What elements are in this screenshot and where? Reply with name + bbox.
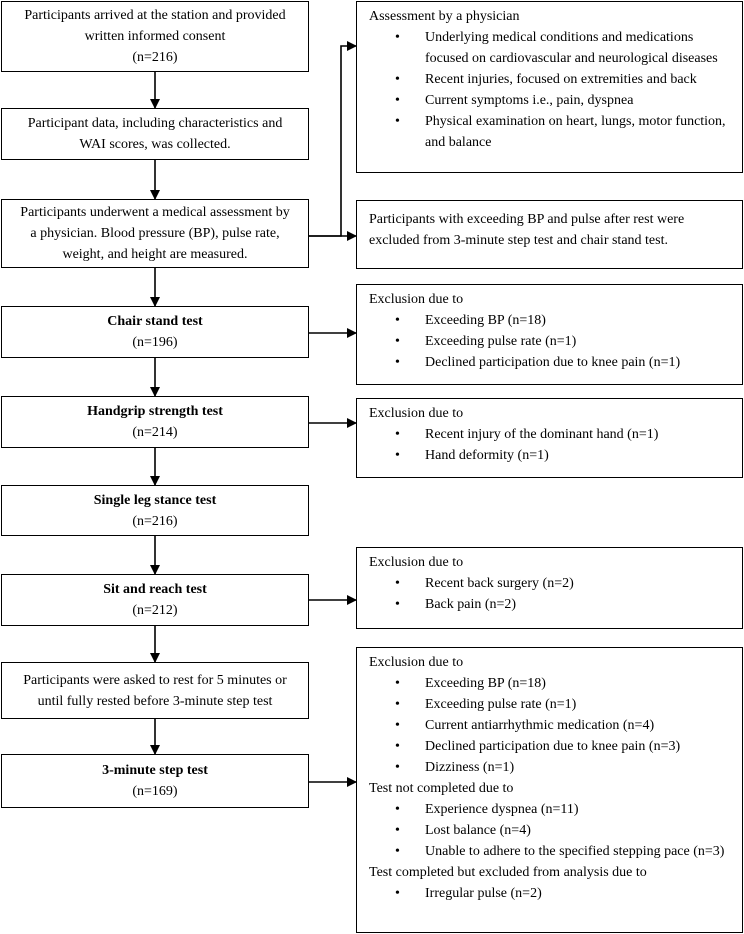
box-sit-reach: Sit and reach test (n=212): [1, 574, 309, 626]
line: a physician. Blood pressure (BP), pulse …: [30, 226, 280, 241]
list-item: Back pain (n=2): [369, 594, 732, 615]
list-item: Recent back surgery (n=2): [369, 573, 732, 594]
line: excluded from 3-minute step test and cha…: [369, 233, 668, 248]
list-item: Recent injuries, focused on extremities …: [369, 69, 732, 90]
count: (n=216): [132, 50, 178, 65]
count: (n=216): [132, 513, 178, 529]
line: weight, and height are measured.: [62, 247, 248, 262]
box-heading: Exclusion due to: [369, 292, 464, 307]
box-physician-assessment: Assessment by a physician Underlying med…: [356, 1, 743, 173]
chair-exclusion-list: Exceeding BP (n=18) Exceeding pulse rate…: [369, 310, 732, 373]
list-item: Declined participation due to knee pain …: [369, 352, 732, 373]
box-single-leg: Single leg stance test (n=216): [1, 485, 309, 536]
line: until fully rested before 3-minute step …: [37, 693, 273, 709]
box-handgrip-exclusion: Exclusion due to Recent injury of the do…: [356, 398, 743, 478]
box-sitreach-exclusion: Exclusion due to Recent back surgery (n=…: [356, 547, 743, 629]
line: Participant data, including characterist…: [27, 116, 283, 131]
step-not-completed-list: Experience dyspnea (n=11) Lost balance (…: [369, 799, 732, 862]
count: (n=196): [132, 335, 178, 350]
box-chair-stand: Chair stand test (n=196): [1, 306, 309, 358]
line: Participants were asked to rest for 5 mi…: [23, 672, 287, 688]
count: (n=169): [132, 784, 178, 799]
list-item: Exceeding pulse rate (n=1): [369, 694, 732, 715]
test-title: Handgrip strength test: [87, 404, 223, 419]
list-item: Current symptoms i.e., pain, dyspnea: [369, 90, 732, 111]
box-rest: Participants were asked to rest for 5 mi…: [1, 662, 309, 719]
box-step-exclusion: Exclusion due to Exceeding BP (n=18) Exc…: [356, 647, 743, 933]
box-step-test: 3-minute step test (n=169): [1, 754, 309, 808]
box-data-collection: Participant data, including characterist…: [1, 108, 309, 160]
handgrip-exclusion-list: Recent injury of the dominant hand (n=1)…: [369, 424, 732, 466]
list-item: Experience dyspnea (n=11): [369, 799, 732, 820]
box-arrival-consent: Participants arrived at the station and …: [1, 1, 309, 72]
list-item: Hand deformity (n=1): [369, 445, 732, 466]
list-item: Physical examination on heart, lungs, mo…: [369, 111, 732, 153]
list-item: Irregular pulse (n=2): [369, 883, 732, 904]
test-title: 3-minute step test: [102, 763, 208, 778]
physician-list: Underlying medical conditions and medica…: [369, 27, 732, 153]
list-item: Lost balance (n=4): [369, 820, 732, 841]
list-item: Current antiarrhythmic medication (n=4): [369, 715, 732, 736]
step-excluded-analysis-list: Irregular pulse (n=2): [369, 883, 732, 904]
list-item: Declined participation due to knee pain …: [369, 736, 732, 757]
box-heading: Exclusion due to: [369, 555, 464, 570]
count: (n=214): [132, 425, 178, 440]
arrow-to-physician: [309, 41, 357, 237]
box-heading: Assessment by a physician: [369, 9, 520, 24]
list-item: Exceeding pulse rate (n=1): [369, 331, 732, 352]
list-item: Recent injury of the dominant hand (n=1): [369, 424, 732, 445]
count: (n=212): [132, 603, 178, 618]
list-item: Exceeding BP (n=18): [369, 310, 732, 331]
box-chair-exclusion: Exclusion due to Exceeding BP (n=18) Exc…: [356, 284, 743, 385]
test-title: Single leg stance test: [93, 492, 217, 508]
list-item: Underlying medical conditions and medica…: [369, 27, 732, 69]
line: Participants with exceeding BP and pulse…: [369, 212, 685, 227]
sitreach-exclusion-list: Recent back surgery (n=2) Back pain (n=2…: [369, 573, 732, 615]
line: WAI scores, was collected.: [79, 137, 231, 152]
line: Participants underwent a medical assessm…: [20, 205, 290, 220]
box-heading: Exclusion due to: [369, 655, 464, 670]
line: written informed consent: [84, 29, 226, 44]
box-bp-exclusion: Participants with exceeding BP and pulse…: [356, 200, 743, 269]
list-item: Exceeding BP (n=18): [369, 673, 732, 694]
box-handgrip: Handgrip strength test (n=214): [1, 396, 309, 448]
line: Participants arrived at the station and …: [24, 8, 286, 23]
list-item: Unable to adhere to the specified steppi…: [369, 841, 732, 862]
test-title: Sit and reach test: [103, 582, 207, 597]
box-subheading: Test completed but excluded from analysi…: [369, 865, 647, 880]
step-exclusion-list: Exceeding BP (n=18) Exceeding pulse rate…: [369, 673, 732, 778]
box-heading: Exclusion due to: [369, 406, 464, 421]
box-subheading: Test not completed due to: [369, 781, 514, 796]
list-item: Dizziness (n=1): [369, 757, 732, 778]
box-medical-assessment: Participants underwent a medical assessm…: [1, 199, 309, 268]
test-title: Chair stand test: [107, 314, 203, 329]
